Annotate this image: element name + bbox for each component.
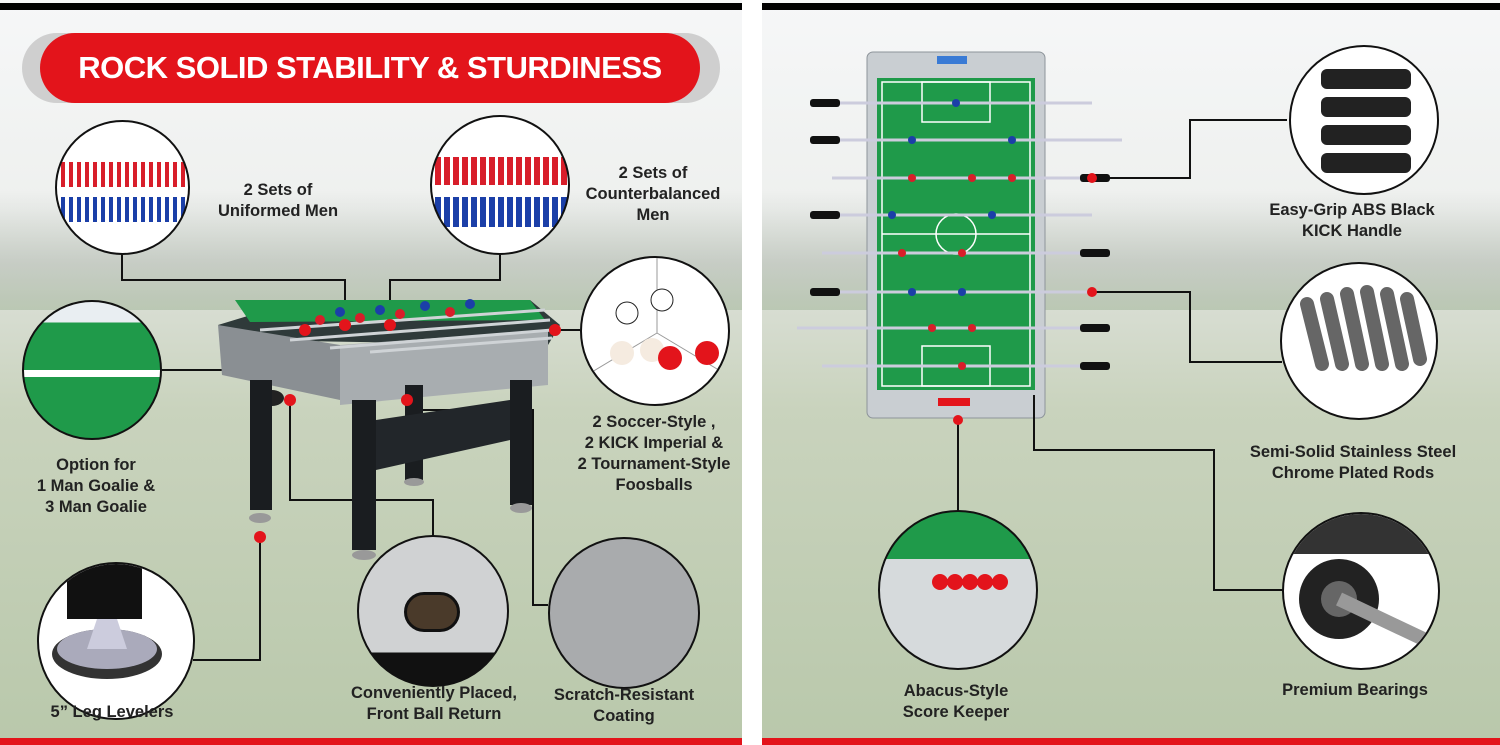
feature-label-bearings: Premium Bearings	[1282, 681, 1428, 699]
feature-label-foosballs: 2 Soccer-Style ,2 KICK Imperial &2 Tourn…	[577, 413, 731, 494]
foosball-balls-icon	[582, 258, 728, 379]
counterbalanced-men-detail-image	[430, 115, 570, 255]
abacus-icon	[932, 574, 1008, 590]
callout-lines	[797, 51, 1287, 591]
left-infographic-panel: ROCK SOLID STABILITY & STURDINESS	[0, 0, 742, 745]
uniformed-men-detail-image	[55, 120, 190, 255]
foosballs-detail-image	[580, 256, 730, 406]
goalie-option-detail-image	[22, 300, 162, 440]
ball-return-slot	[404, 592, 460, 632]
callout-lines	[121, 254, 580, 661]
top-border	[762, 3, 1500, 10]
ball-return-detail-image	[357, 535, 509, 687]
foosball-table-illustration	[218, 299, 560, 560]
feature-label-leg-levelers: 5” Leg Levelers	[50, 703, 174, 721]
steel-rods-icon	[1300, 285, 1427, 371]
bottom-border	[0, 738, 742, 745]
score-keeper-detail-image	[878, 510, 1038, 670]
steel-rods-detail-image	[1280, 262, 1438, 420]
handle-grips-icon	[1321, 69, 1411, 173]
kick-handle-detail-image	[1289, 45, 1439, 195]
scratch-resistant-coating-swatch	[548, 537, 700, 689]
foosball-table-top-view	[797, 51, 1122, 419]
bearing-detail-image	[1282, 512, 1440, 670]
leg-leveler-detail-image	[37, 562, 195, 720]
headline-banner: ROCK SOLID STABILITY & STURDINESS	[40, 33, 700, 103]
leg-leveler-icon	[52, 564, 162, 679]
bottom-border	[762, 738, 1500, 745]
bearing-icon	[1284, 514, 1438, 651]
feature-label-ball-return: Conveniently Placed,Front Ball Return	[351, 684, 517, 723]
top-border	[0, 3, 742, 10]
